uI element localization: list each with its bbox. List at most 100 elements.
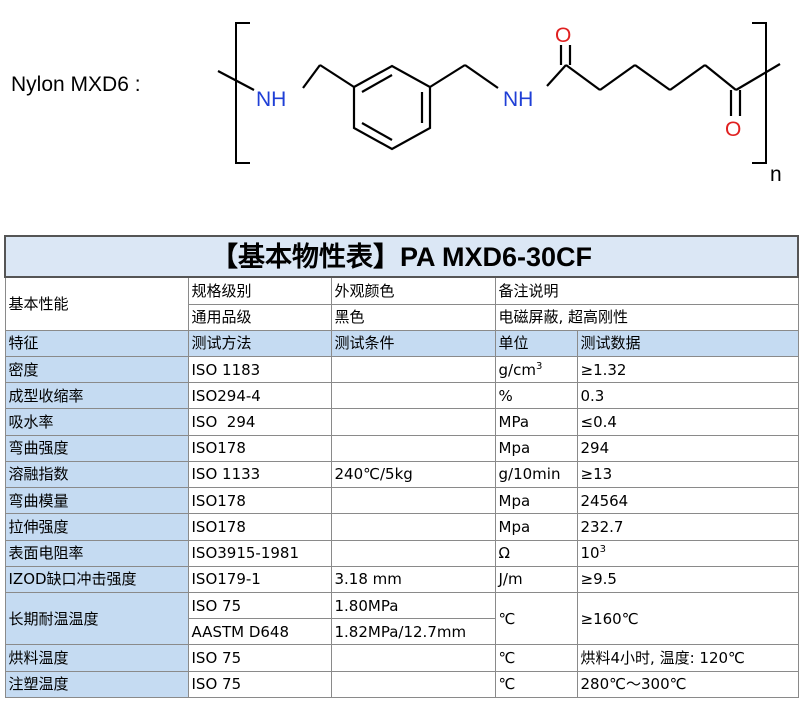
method-cell: ISO179-1 [187, 565, 332, 593]
basic-values-row: 通用品级 黑色 电磁屏蔽, 超高刚性 [5, 303, 799, 331]
method-cell: AASTM D648 [187, 618, 332, 646]
value-cell: ≥1.32 [576, 355, 799, 384]
appearance-header: 外观颜色 [330, 276, 496, 305]
method-cell: ISO 75 [187, 591, 332, 620]
method-cell: ISO178 [187, 513, 332, 541]
method-cell: ISO294-4 [187, 382, 332, 410]
value-cell: 0.3 [576, 382, 799, 410]
condition-col-header: 测试条件 [330, 329, 496, 358]
value-cell: 烘料4小时, 温度: 120℃ [576, 644, 799, 672]
value-cell: 24564 [576, 487, 799, 515]
chain-bonds [217, 45, 781, 151]
table-row: 注塑温度 ISO 75 ℃ 280℃～300℃ [4, 670, 799, 699]
value-cell: 103 [576, 539, 799, 567]
unit-cell: J/m [494, 565, 578, 593]
table-title-row: 【基本物性表】PA MXD6-30CF [4, 234, 799, 279]
unit-cell: Mpa [494, 487, 578, 515]
feature-col-header: 特征 [4, 329, 189, 358]
table-row: 拉伸强度 ISO178 Mpa 232.7 [4, 513, 799, 541]
feature-cell: IZOD缺口冲击强度 [4, 565, 189, 593]
table-row: 弯曲强度 ISO178 Mpa 294 [4, 434, 799, 462]
chemical-structure: NH NH O O n Nylon MXD6 : [0, 0, 802, 200]
value-cell: ≤0.4 [576, 408, 799, 436]
condition-cell [330, 487, 496, 515]
feature-cell: 密度 [4, 355, 189, 384]
feature-cell: 吸水率 [4, 408, 189, 436]
condition-cell: 1.82MPa/12.7mm [330, 618, 496, 646]
condition-cell: 3.18 mm [330, 565, 496, 593]
table-row: 弯曲模量 ISO178 Mpa 24564 [4, 487, 799, 515]
table-row: 密度 ISO 1183 g/cm3 ≥1.32 [4, 355, 799, 384]
unit-cell: Mpa [494, 434, 578, 462]
value-cell: 294 [576, 434, 799, 462]
table-row: 烘料温度 ISO 75 ℃ 烘料4小时, 温度: 120℃ [4, 644, 799, 672]
right-bracket [752, 22, 767, 164]
nylon-mxd6-structure-drawing: NH NH O O n [217, 22, 782, 186]
unit-cell: % [494, 382, 578, 410]
method-cell: ISO3915-1981 [187, 539, 332, 567]
basic-header-row: 基本性能 规格级别 外观颜色 备注说明 [4, 276, 799, 331]
table-row: 长期耐温温度 ISO 75 1.80MPa ℃ ≥160℃ [4, 591, 799, 646]
unit-cell: Ω [494, 539, 578, 567]
condition-cell [330, 539, 496, 567]
polymer-name: Nylon MXD6 : [11, 73, 141, 96]
oxygen-top-label: O [555, 24, 571, 47]
condition-cell [330, 408, 496, 436]
value-cell: 232.7 [576, 513, 799, 541]
unit-cell: Mpa [494, 513, 578, 541]
condition-cell [330, 355, 496, 384]
table-row: 成型收缩率 ISO294-4 % 0.3 [4, 382, 799, 410]
appearance-value: 黑色 [330, 303, 496, 331]
left-bracket [235, 22, 250, 164]
value-cell: 280℃～300℃ [576, 670, 799, 699]
method-cell: ISO 294 [187, 408, 332, 436]
nh-right-label: NH [503, 88, 533, 111]
unit-cell: g/cm3 [494, 355, 578, 384]
condition-cell: 240℃/5kg [330, 460, 496, 489]
feature-cell: 烘料温度 [4, 644, 189, 672]
basic-performance-label: 基本性能 [4, 276, 189, 331]
feature-cell: 表面电阻率 [4, 539, 189, 567]
value-cell: ≥13 [576, 460, 799, 489]
feature-cell: 溶融指数 [4, 460, 189, 489]
remarks-value: 电磁屏蔽, 超高刚性 [494, 303, 799, 331]
grade-value: 通用品级 [187, 303, 332, 331]
value-cell: ≥160℃ [576, 591, 799, 646]
condition-cell [330, 434, 496, 462]
feature-cell: 成型收缩率 [4, 382, 189, 410]
oxygen-bottom-label: O [725, 118, 741, 141]
method-cell: ISO178 [187, 487, 332, 515]
repeat-subscript-n: n [770, 163, 782, 186]
table-row: 吸水率 ISO 294 MPa ≤0.4 [4, 408, 799, 436]
unit-cell: g/10min [494, 460, 578, 489]
condition-cell [330, 382, 496, 410]
table-row: IZOD缺口冲击强度 ISO179-1 3.18 mm J/m ≥9.5 [4, 565, 799, 593]
feature-cell: 长期耐温温度 [4, 591, 189, 646]
data-col-header: 测试数据 [576, 329, 799, 358]
value-cell: ≥9.5 [576, 565, 799, 593]
table-row: 表面电阻率 ISO3915-1981 Ω 103 [4, 539, 799, 567]
nh-left-label: NH [256, 88, 286, 111]
remarks-header: 备注说明 [494, 276, 799, 305]
unit-cell: ℃ [494, 644, 578, 672]
method-cell: ISO 1183 [187, 355, 332, 384]
grade-header: 规格级别 [187, 276, 332, 305]
unit-col-header: 单位 [494, 329, 578, 358]
table-row: 溶融指数 ISO 1133 240℃/5kg g/10min ≥13 [4, 460, 799, 489]
method-cell: ISO 75 [187, 670, 332, 699]
method-col-header: 测试方法 [187, 329, 332, 358]
condition-cell [330, 670, 496, 699]
feature-cell: 弯曲模量 [4, 487, 189, 515]
unit-cell: MPa [494, 408, 578, 436]
column-header-row: 特征 测试方法 测试条件 单位 测试数据 [4, 329, 799, 358]
method-cell: ISO178 [187, 434, 332, 462]
feature-cell: 弯曲强度 [4, 434, 189, 462]
method-cell: ISO 75 [187, 644, 332, 672]
unit-cell: ℃ [494, 670, 578, 699]
properties-table: 【基本物性表】PA MXD6-30CF 基本性能 规格级别 外观颜色 备注说明 … [4, 234, 799, 699]
unit-cell: ℃ [494, 591, 578, 646]
condition-cell: 1.80MPa [330, 591, 496, 620]
condition-cell [330, 513, 496, 541]
feature-cell: 注塑温度 [4, 670, 189, 699]
method-cell: ISO 1133 [187, 460, 332, 489]
